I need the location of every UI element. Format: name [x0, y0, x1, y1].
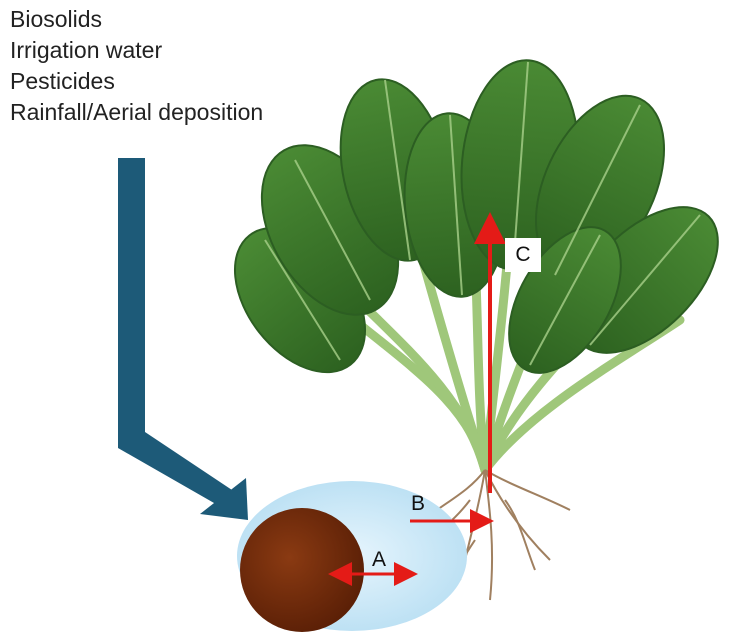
soil-particle-icon	[240, 508, 364, 632]
source-biosolids: Biosolids	[10, 6, 103, 32]
label-c: C	[505, 238, 541, 272]
contamination-sources-list: Biosolids Irrigation water Pesticides Ra…	[10, 4, 263, 128]
source-pesticides: Pesticides	[10, 68, 115, 94]
label-b: B	[411, 492, 426, 515]
source-rainfall-aerial-deposition: Rainfall/Aerial deposition	[10, 99, 264, 125]
spinach-plant-icon	[233, 59, 719, 601]
flow-arrow	[118, 158, 248, 520]
source-irrigation-water: Irrigation water	[10, 37, 163, 63]
label-a: A	[372, 548, 387, 571]
